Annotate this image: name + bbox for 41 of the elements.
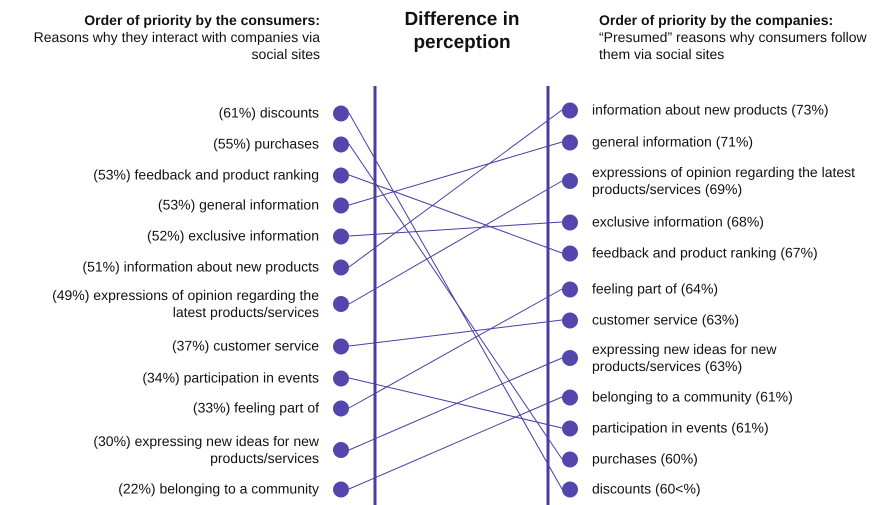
item-label: participation in events (61%) [592,420,770,436]
item-label: (52%) exclusive information [146,228,319,244]
item-label: belonging to a community (61%) [592,388,794,406]
item-label: (53%) feedback and product ranking [92,166,319,184]
item-label: (37%) customer service [170,338,319,354]
item-label: exclusive information (68%) [592,214,765,230]
connector-line [348,222,562,236]
item-label: (30%) expressing new ideas for new products/services [92,433,319,467]
column-subheading: Reasons why they interact with companies via social sites [32,29,320,63]
item-label: (34%) participation in events [141,370,319,386]
connector-line [348,396,562,490]
connector-line [348,180,562,304]
item-label: (49%) expressions of opinion regarding the latest products/services [51,287,319,321]
item-label: expressions of opinion regarding the latest products/services (69%) [592,164,856,198]
item-label: general information (71%) [592,134,754,150]
diagram-title: Difference in perception [403,8,521,54]
connector-line [348,174,562,254]
column-heading: Order of priority by the consumers: [83,12,320,29]
item-label: customer service (63%) [592,312,740,328]
connector-line [348,112,562,490]
item-label: expressing new ideas for new products/services (63%) [592,341,778,375]
item-label: (33%) feeling part of [192,400,319,416]
connector-line [348,288,562,408]
connector-line [348,358,562,450]
item-label: feeling part of (64%) [592,280,720,298]
connector-line [348,110,562,268]
item-label: purchases (60%) [592,450,699,468]
item-label: information about new products (73%) [592,102,830,118]
column-subheading: “Presumed” reasons why consumers follow them via social sites [599,29,868,63]
item-label: (61%) discounts [218,104,319,122]
connector-line [348,320,562,346]
connector-line [348,378,562,428]
item-label: feedback and product ranking (67%) [592,244,819,262]
item-label: (53%) general information [156,196,319,214]
item-label: (51%) information about new products [81,258,319,276]
column-heading: Order of priority by the companies: [599,12,834,29]
item-label: (22%) belonging to a community [117,480,319,498]
item-label: discounts (60<%) [592,480,702,498]
item-label: (55%) purchases [212,136,319,152]
connector-line [348,144,562,460]
connector-line [348,142,562,206]
